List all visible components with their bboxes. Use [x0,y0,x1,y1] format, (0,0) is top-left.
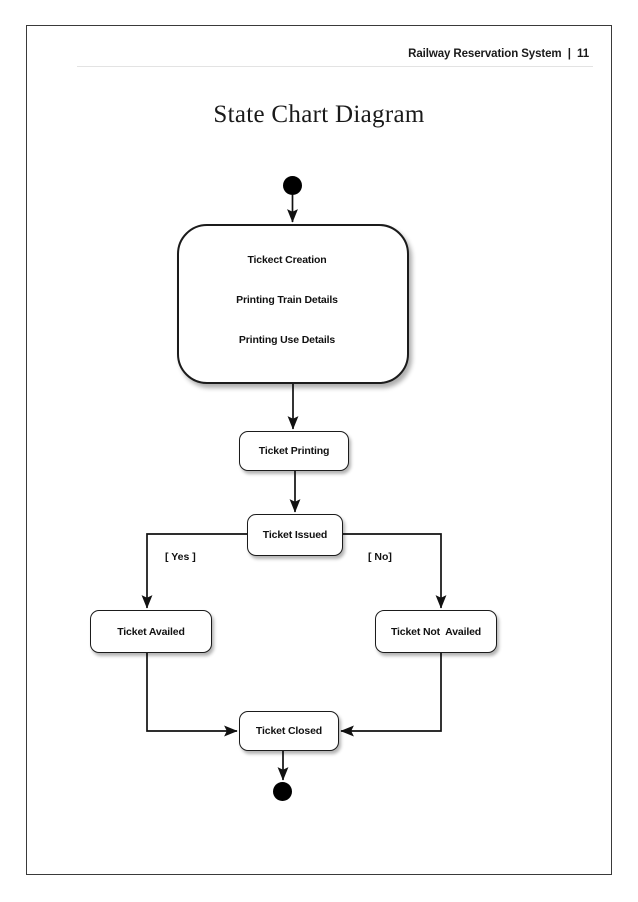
state-node-ticket-printing[interactable]: Ticket Printing [239,431,349,471]
state-node-ticket-closed[interactable]: Ticket Closed [239,711,339,751]
guard-label-yes: [ Yes ] [165,551,196,563]
edge-ticket-availed-to-ticket-closed [146,653,238,737]
state-node-composite[interactable]: Tickect Creation Printing Train Details … [177,224,409,384]
edge-ticket-not-availed-to-ticket-closed [340,653,442,737]
initial-state-node [283,176,302,195]
composite-line-printing-train-details: Printing Train Details [236,294,338,306]
header-divider [77,66,593,67]
page-title: State Chart Diagram [213,101,425,128]
document-page: Railway Reservation System | 11 State Ch… [26,25,612,875]
diagram-edges [141,195,447,781]
header-title-and-page-number: Railway Reservation System | 11 [408,48,589,60]
guard-label-no: [ No] [368,551,392,563]
final-state-node [273,782,292,801]
edge-ticket-issued-yes-to-ticket-availed [141,533,247,609]
state-chart-diagram: Tickect Creation Printing Train Details … [27,26,613,876]
edge-ticket-issued-no-to-ticket-not-availed [343,533,447,609]
state-node-ticket-availed[interactable]: Ticket Availed [90,610,212,653]
document-header: Railway Reservation System | 11 [27,48,611,68]
composite-line-printing-use-details: Printing Use Details [238,334,336,346]
state-node-ticket-not-availed[interactable]: Ticket Not Availed [375,610,497,653]
composite-line-ticket-creation: Tickect Creation [247,254,327,266]
state-node-ticket-issued[interactable]: Ticket Issued [247,514,343,556]
